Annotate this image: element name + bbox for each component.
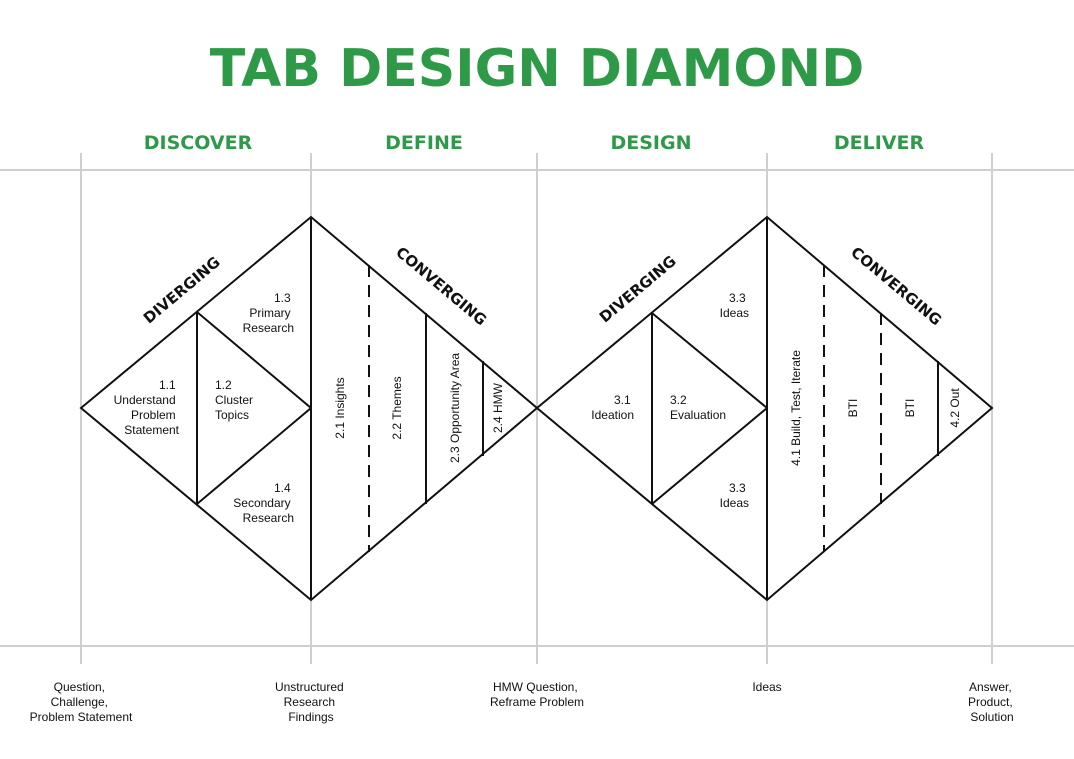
milestone-solution: Answer, Product, Solution xyxy=(968,680,1016,724)
milestone-hmw-question: HMW Question, Reframe Problem xyxy=(490,680,584,709)
step-3-2-label: 3.2 Evaluation xyxy=(670,393,726,422)
phase-discover: DISCOVER xyxy=(144,132,253,154)
step-1-4-label: 1.4 Secondary Research xyxy=(233,481,294,525)
step-2-2-label: 2.2 Themes xyxy=(390,376,404,439)
bti-label-2: BTI xyxy=(903,399,917,418)
diamond-2 xyxy=(535,215,994,602)
diamond-1 xyxy=(79,215,539,602)
step-4-1-label: 4.1 Build, Test, Iterate xyxy=(789,350,803,466)
milestone-research-findings: Unstructured Research Findings xyxy=(275,680,347,724)
milestone-question: Question, Challenge, Problem Statement xyxy=(30,680,133,724)
phase-define: DEFINE xyxy=(385,132,463,154)
step-1-2-label: 1.2 Cluster Topics xyxy=(215,378,256,422)
phase-design: DESIGN xyxy=(610,132,691,154)
step-1-1-label: 1.1 Understand Problem Statement xyxy=(114,378,180,437)
phase-deliver: DELIVER xyxy=(834,132,925,154)
milestone-ideas: Ideas xyxy=(752,680,781,694)
page-title: TAB DESIGN DIAMOND xyxy=(210,39,865,99)
bti-label-1: BTI xyxy=(846,399,860,418)
step-4-2-label: 4.2 Out xyxy=(948,388,962,428)
step-3-1-label: 3.1 Ideation xyxy=(591,393,634,422)
step-1-3-label: 1.3 Primary Research xyxy=(243,291,294,335)
step-2-4-label: 2.4 HMW xyxy=(491,382,505,433)
step-3-3-top-label: 3.3 Ideas xyxy=(720,291,749,320)
step-2-1-label: 2.1 Insights xyxy=(333,377,347,438)
step-3-3-bottom-label: 3.3 Ideas xyxy=(720,481,749,510)
step-2-3-label: 2.3 Opportunity Area xyxy=(448,353,462,463)
